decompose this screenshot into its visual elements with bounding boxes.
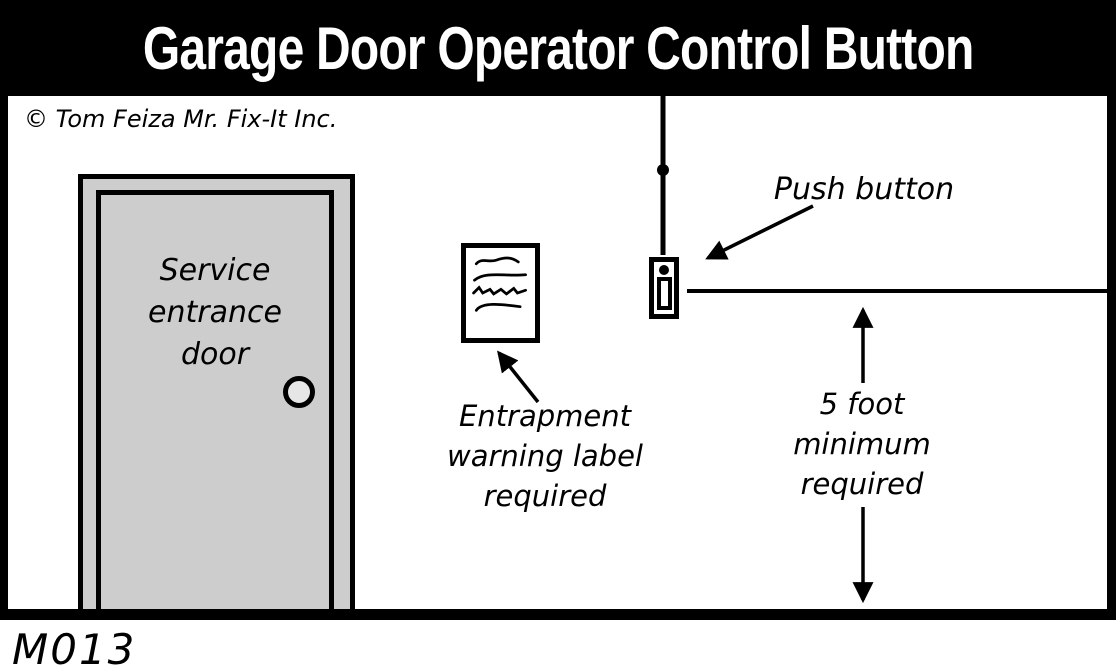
warning-label-arrow <box>497 350 540 404</box>
push-button-switch <box>656 277 672 310</box>
push-button-icon <box>649 257 679 319</box>
push-button-arrow <box>705 204 814 260</box>
warning-label-caption: Entrapment warning label required <box>447 399 643 513</box>
wire-junction-dot <box>657 164 669 176</box>
door-knob-icon <box>283 376 315 408</box>
diagram-code: M013 <box>12 625 137 666</box>
warning-label-icon <box>461 243 540 343</box>
title-bar: Garage Door Operator Control Button <box>0 0 1116 96</box>
push-button-label: Push button <box>773 172 955 207</box>
door-label: Service entrance door <box>148 253 282 372</box>
clearance-label: 5 foot minimum required <box>793 387 931 501</box>
squiggle-text-icon <box>472 256 527 312</box>
copyright-notice: © Tom Feiza Mr. Fix-It Inc. <box>24 105 338 133</box>
push-button-dot <box>659 265 669 275</box>
diagram-title: Garage Door Operator Control Button <box>142 14 974 82</box>
